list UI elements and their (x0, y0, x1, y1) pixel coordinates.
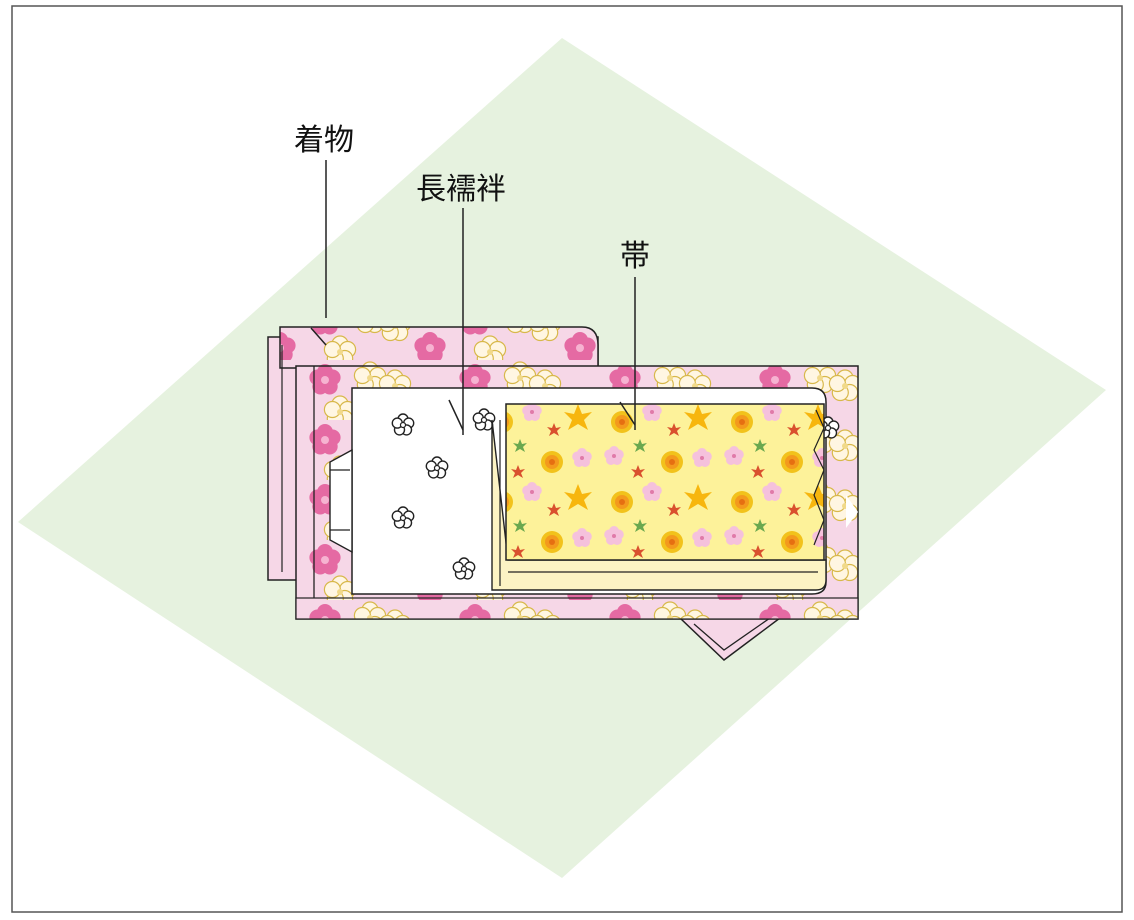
label-obi: 帯 (620, 239, 650, 274)
leader-kimono-tick (310, 327, 327, 346)
obi (491, 403, 827, 591)
leader-nagajuban-tick (448, 399, 464, 431)
label-kimono: 着物 (294, 123, 354, 158)
leader-lines (310, 160, 636, 435)
leader-obi-tick (619, 401, 636, 426)
label-nagajuban: 長襦袢 (416, 172, 506, 207)
